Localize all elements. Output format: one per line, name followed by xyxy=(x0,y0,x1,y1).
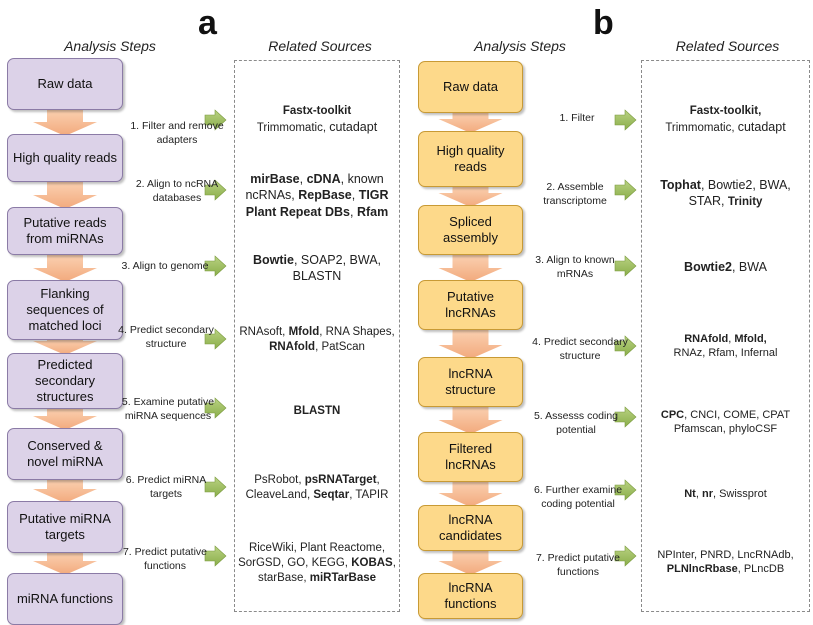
panel-a-step-box-7: Putative miRNA targets xyxy=(7,501,123,553)
panel-b-steps-header: Analysis Steps xyxy=(474,38,566,54)
panel-b-step-box-5: lncRNA structure xyxy=(418,357,523,407)
panel-a-right-arrow-4 xyxy=(204,328,227,350)
panel-b-step-box-7: lncRNA candidates xyxy=(418,505,523,551)
panel-a-step-box-2: High quality reads xyxy=(7,134,123,182)
panel-b-down-arrow-5 xyxy=(438,405,503,434)
panel-b-source-6: Nt, nr, Swissprot xyxy=(684,488,767,500)
panel-b-step-box-8: lncRNA functions xyxy=(418,573,523,619)
panel-b-letter: b xyxy=(593,4,614,42)
panel-b-step-label-5: 5. Assesss coding potential xyxy=(533,410,619,436)
panel-b-source-5: CPC, CNCI, COME, CPAT Pfamscan, phyloCSF xyxy=(660,409,791,436)
panel-a-right-arrow-2 xyxy=(204,179,227,201)
panel-a-step-box-8: miRNA functions xyxy=(7,573,123,625)
panel-a-step-box-6: Conserved & novel miRNA xyxy=(7,428,123,480)
panel-a-source-1: Fastx-toolkit Trimmomatic, cutadapt xyxy=(256,105,378,134)
panel-a-source-6: PsRobot, psRNATarget, CleaveLand, Seqtar… xyxy=(245,474,389,501)
panel-b-down-arrow-3 xyxy=(438,253,503,282)
panel-b-step-label-2: 2. Assemble transcriptome xyxy=(543,181,607,207)
panel-a-right-arrow-6 xyxy=(204,476,227,498)
panel-a-step-label-2: 2. Align to ncRNA databases xyxy=(135,178,219,204)
panel-b-down-arrow-6 xyxy=(438,480,503,507)
panel-a-down-arrow-5 xyxy=(33,407,97,430)
panel-b-step-box-1: Raw data xyxy=(418,61,523,113)
panel-a-down-arrow-1 xyxy=(33,108,97,136)
panel-b-step-box-4: Putative lncRNAs xyxy=(418,280,523,330)
panel-a-source-7: RiceWiki, Plant Reactome, SorGSD, GO, KE… xyxy=(238,542,396,584)
panel-a-step-label-3: 3. Align to genome xyxy=(121,260,209,272)
panel-b-step-label-7: 7. Predict putative functions xyxy=(535,552,621,578)
panel-b-right-arrow-1 xyxy=(614,109,637,131)
panel-a-down-arrow-6 xyxy=(33,478,97,503)
panel-b-down-arrow-4 xyxy=(438,328,503,359)
panel-a-right-arrow-5 xyxy=(204,397,227,419)
panel-a-right-arrow-3 xyxy=(204,255,227,277)
panel-b-right-arrow-5 xyxy=(614,406,637,428)
panel-b-sources-header: Related Sources xyxy=(675,38,780,54)
panel-b-down-arrow-2 xyxy=(438,185,503,207)
panel-b-right-arrow-2 xyxy=(614,179,637,201)
panel-a-letter: a xyxy=(198,4,217,42)
panel-a-right-arrow-1 xyxy=(204,109,227,131)
panel-b-step-label-1: 1. Filter xyxy=(559,112,595,124)
panel-a-sources-frame xyxy=(234,60,400,612)
panel-b-step-box-2: High quality reads xyxy=(418,131,523,187)
panel-b-right-arrow-7 xyxy=(614,545,637,567)
panel-b-right-arrow-6 xyxy=(614,479,637,501)
panel-a-source-2: mirBase, cDNA, known ncRNAs, RepBase, TI… xyxy=(245,172,389,219)
panel-b-right-arrow-4 xyxy=(614,335,637,357)
panel-a-step-label-6: 6. Predict miRNA targets xyxy=(125,474,207,500)
panel-a-down-arrow-4 xyxy=(33,338,97,355)
panel-a-step-box-1: Raw data xyxy=(7,58,123,110)
panel-a-step-box-4: Flanking sequences of matched loci xyxy=(7,280,123,340)
panel-b-step-box-6: Filtered lncRNAs xyxy=(418,432,523,482)
panel-a-sources-header: Related Sources xyxy=(268,38,372,54)
panel-a-step-label-1: 1. Filter and remove adapters xyxy=(130,120,224,146)
panel-b-down-arrow-7 xyxy=(438,549,503,575)
panel-b-source-7: NPInter, PNRD, LncRNAdb, PLNlncRbase, PL… xyxy=(657,549,794,576)
panel-a-down-arrow-2 xyxy=(33,180,97,209)
panel-a-step-label-7: 7. Predict putative functions xyxy=(122,546,208,572)
panel-b-step-label-3: 3. Align to known mRNAs xyxy=(535,254,615,280)
panel-a-down-arrow-3 xyxy=(33,253,97,282)
panel-a-source-5: BLASTN xyxy=(293,405,341,417)
panel-a-step-label-4: 4. Predict secondary structure xyxy=(118,324,214,350)
panel-b-right-arrow-3 xyxy=(614,255,637,277)
panel-b-source-4: RNAfold, Mfold, RNAz, Rfam, Infernal xyxy=(673,333,778,360)
panel-a-down-arrow-7 xyxy=(33,551,97,575)
panel-a-source-3: Bowtie, SOAP2, BWA, BLASTN xyxy=(252,253,382,284)
panel-b-step-label-6: 6. Further examine coding potential xyxy=(533,484,623,510)
panel-b-source-1: Fastx-toolkit, Trimmomatic, cutadapt xyxy=(665,105,786,134)
panel-a-source-4: RNAsoft, Mfold, RNA Shapes, RNAfold, Pat… xyxy=(239,326,395,353)
panel-a-step-box-5: Predicted secondary structures xyxy=(7,353,123,409)
panel-b-step-box-3: Spliced assembly xyxy=(418,205,523,255)
panel-b-source-2: Tophat, Bowtie2, BWA, STAR, Trinity xyxy=(660,178,791,209)
panel-b-down-arrow-1 xyxy=(438,111,503,133)
panel-b-sources-frame xyxy=(641,60,810,612)
panel-a-steps-header: Analysis Steps xyxy=(64,38,156,54)
panel-a-step-label-5: 5. Examine putative miRNA sequences xyxy=(121,396,215,422)
panel-b-step-label-4: 4. Predict secondary structure xyxy=(532,336,628,362)
panel-a-step-box-3: Putative reads from miRNAs xyxy=(7,207,123,255)
panel-a-right-arrow-7 xyxy=(204,545,227,567)
panel-b-source-3: Bowtie2, BWA xyxy=(684,260,767,274)
